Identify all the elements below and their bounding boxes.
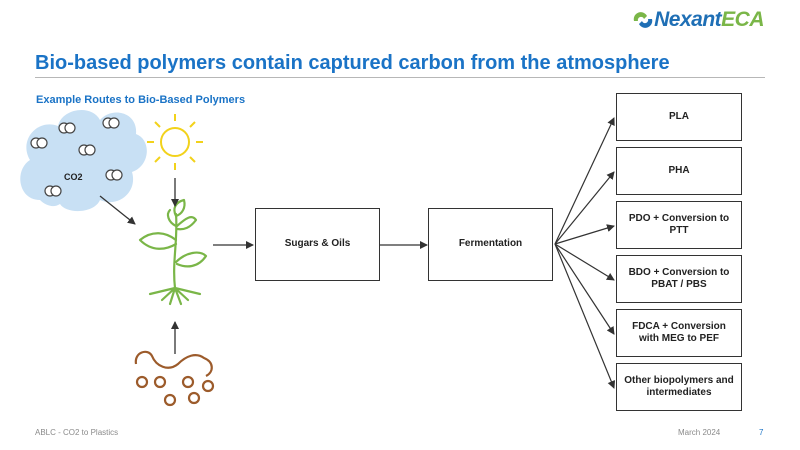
footer-date: March 2024: [678, 428, 721, 437]
arrow-to-output-3: [554, 224, 615, 245]
footer-source: ABLC - CO2 to Plastics: [35, 428, 119, 437]
title-divider: [35, 77, 765, 78]
output-box-other-biopolymers: Other biopolymers and intermediates: [616, 363, 742, 411]
output-box-pla: PLA: [616, 93, 742, 141]
output-box-fdca-pef: FDCA + Conversion with MEG to PEF: [616, 309, 742, 357]
arrow-to-output-4: [554, 243, 615, 281]
soil-icon: [134, 350, 215, 407]
co2-label: CO2: [64, 172, 83, 182]
cloud-icon: [20, 109, 147, 212]
sun-icon: [147, 114, 203, 170]
logo-icon: [633, 12, 653, 28]
arrow-to-output-6: [554, 243, 616, 389]
process-box-fermentation: Fermentation: [428, 208, 553, 281]
arrow-to-output-1: [554, 117, 615, 245]
arrow-to-output-5: [554, 243, 615, 335]
page-title: Bio-based polymers contain captured carb…: [35, 52, 670, 74]
logo-text-nexant: Nexant: [654, 8, 722, 31]
arrow-co2-to-plant: [99, 195, 136, 225]
plant-icon: [138, 198, 208, 306]
output-box-pdo-ptt: PDO + Conversion to PTT: [616, 201, 742, 249]
output-box-bdo-pbat-pbs: BDO + Conversion to PBAT / PBS: [616, 255, 742, 303]
output-box-pha: PHA: [616, 147, 742, 195]
page-number: 7: [759, 428, 764, 437]
logo-text-eca: ECA: [721, 8, 764, 31]
process-box-sugars-oils: Sugars & Oils: [255, 208, 380, 281]
arrow-to-output-2: [554, 171, 615, 245]
section-subtitle: Example Routes to Bio-Based Polymers: [36, 94, 246, 106]
company-logo: NexantECA: [632, 8, 764, 32]
